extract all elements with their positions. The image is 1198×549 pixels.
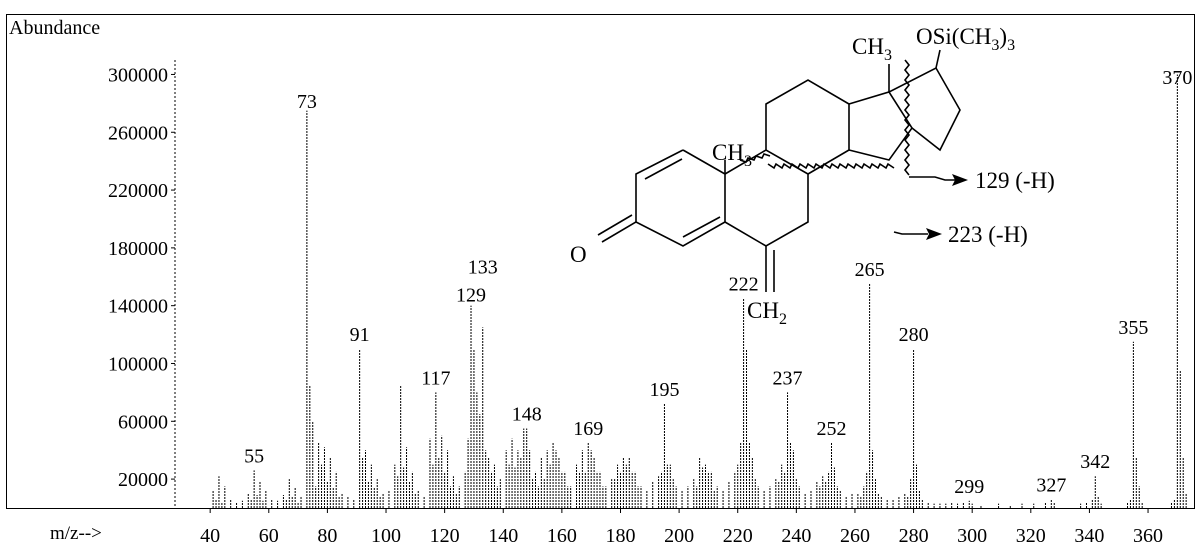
x-tick-label: 260 [840,525,870,547]
peak-label: 222 [729,273,759,295]
peak-label: 327 [1036,474,1066,496]
x-tick-label: 200 [664,525,694,547]
cleavage-line-129 [903,59,911,176]
x-tick-label: 40 [200,525,220,547]
x-tick-label: 140 [488,525,518,547]
cleavage-line-223 [739,153,895,170]
carbonyl-bond-2 [597,214,633,236]
y-tick-label: 220000 [108,180,168,202]
peak-label: 169 [573,418,603,440]
peak-label: 55 [244,445,264,467]
peak-label: 355 [1118,317,1148,339]
y-tick-label: 180000 [108,238,168,260]
x-tick-label: 180 [605,525,635,547]
ring-b [724,149,809,247]
peak-label: 129 [456,285,486,307]
fragment-223-label: 223 (-H) [948,222,1028,247]
peak-label: 237 [773,367,803,389]
peak-label: 148 [512,404,542,426]
peak-label: 265 [855,259,885,281]
ring-d [848,91,913,161]
plot-frame [6,14,1195,509]
arrow-129-line [909,176,956,181]
otms-label: OSi(CH3)3 [916,24,1015,54]
peak-label: 280 [899,324,929,346]
ring-c [765,79,850,175]
peak-label: 73 [297,91,317,113]
methyl-mid-label: CH3 [712,140,752,170]
oxygen-label: O [570,242,587,267]
arrow-129-head [952,174,968,186]
arrow-223-head [926,228,942,240]
arrow-223-line [893,231,928,235]
y-tick-label: 20000 [118,469,168,491]
y-tick-label: 140000 [108,296,168,318]
x-tick-label: 60 [259,525,279,547]
x-tick-label: 360 [1133,525,1163,547]
x-tick-label: 240 [781,525,811,547]
ring-d-outer [888,66,961,152]
y-ticks: 20000 60000 100000 140000 180000 220000 260000… [108,64,175,491]
carbonyl-bond [601,221,637,243]
x-tick-label: 320 [1016,525,1046,547]
peak-label: 299 [954,476,984,498]
peak-bars [212,74,1187,508]
peak-label: 195 [649,379,679,401]
y-tick-label: 300000 [108,64,168,86]
x-tick-label: 340 [1074,525,1104,547]
y-tick-label: 60000 [118,411,168,433]
peak-label: 133 [468,257,498,279]
x-tick-label: 280 [899,525,929,547]
methyl-top-label: CH3 [852,34,892,64]
peak-label: 117 [421,367,450,389]
y-tick-label: 100000 [108,353,168,375]
ring-a-double-2 [682,216,721,238]
peak-label: 252 [817,418,847,440]
methylene-label: CH2 [747,298,787,328]
otms-bond [935,49,941,69]
peak-label: 342 [1080,451,1110,473]
y-tick-label: 260000 [108,122,168,144]
x-axis-label: m/z--> [50,523,102,544]
x-tick-label: 220 [723,525,753,547]
fragment-129-label: 129 (-H) [975,168,1055,193]
x-ticks: 40 60 80 100 120 140 160 180 200 220 240 260 280 300 3… [200,508,1163,547]
chemical-structure [597,49,961,292]
x-tick-label: 160 [547,525,577,547]
peak-labels: 55 73 91 117 129 133 148 169 195 222 237 252 265 280 2… [244,67,1192,498]
x-tick-label: 80 [317,525,337,547]
peak-label: 370 [1162,67,1192,89]
x-tick-label: 100 [371,525,401,547]
x-tick-label: 300 [957,525,987,547]
x-tick-label: 120 [430,525,460,547]
ring-a-double-1 [644,158,683,180]
peak-label: 91 [350,324,370,346]
y-axis-label: Abundance [9,17,101,39]
